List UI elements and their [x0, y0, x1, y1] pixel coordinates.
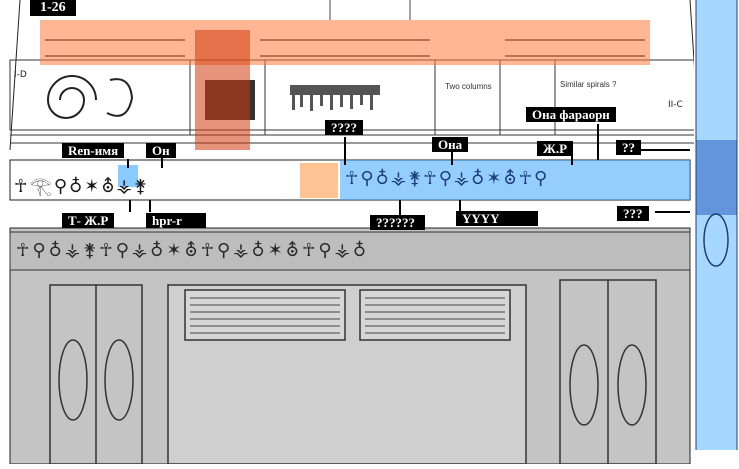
blue-highlight-glyph — [118, 165, 138, 187]
blue-highlight-band — [340, 160, 690, 200]
roof-posts — [329, 0, 411, 20]
label-hpr-r: hpr-r — [146, 213, 206, 228]
panel-code-2: II-C — [668, 100, 683, 110]
label-six-question: ?????? — [370, 215, 425, 230]
label-he: Он — [146, 143, 176, 158]
label-fem-gender-top: Ж.Р — [537, 141, 574, 156]
blue-vertical-strip — [696, 0, 737, 450]
vertical-cartouche — [703, 213, 729, 267]
door-slats — [190, 297, 505, 334]
label-double-question: ?? — [616, 140, 641, 155]
label-yyyy: YYYY — [456, 211, 538, 226]
shaded-fringe — [290, 85, 380, 111]
orange-frieze-band — [40, 20, 650, 65]
spiral-drawing — [46, 75, 134, 119]
glyph-row-1-right: ☥⚲♁⚶⚵☥⚲⚶♁✶⛢☥⚲ — [345, 168, 550, 189]
glyph-row-1-left: ☥𓂀⚲♁✶⛢⚶⚵ — [14, 176, 150, 197]
dark-blue-block — [696, 140, 737, 215]
label-plate-number: 1-26 — [30, 0, 76, 16]
label-connectors — [127, 124, 690, 216]
glyph-band-2 — [9, 231, 691, 271]
right-strip-bg — [694, 0, 739, 464]
label-triple-question: ??? — [617, 206, 649, 221]
panel-code-1: I-D — [14, 70, 27, 80]
label-t-fem-gender: Т- Ж.Р — [62, 213, 115, 228]
glyph-row-2: ☥⚲♁⚶⚵☥⚲⚶♁✶⛢☥⚲⚶♁✶⛢☥⚲⚶♁ — [16, 240, 370, 261]
note-two-columns: Two columns — [445, 82, 492, 91]
orange-highlight-glyph — [300, 163, 338, 198]
label-she: Она — [432, 137, 469, 152]
note-similar-spirals: Similar spirals ? — [560, 80, 617, 89]
cobra-frieze — [45, 39, 645, 57]
label-ren-name: Ren-имя — [62, 143, 125, 158]
label-quad-question: ???? — [325, 120, 363, 135]
orange-column — [195, 30, 250, 150]
label-she-pharaoh: Она фараорн — [526, 107, 616, 122]
